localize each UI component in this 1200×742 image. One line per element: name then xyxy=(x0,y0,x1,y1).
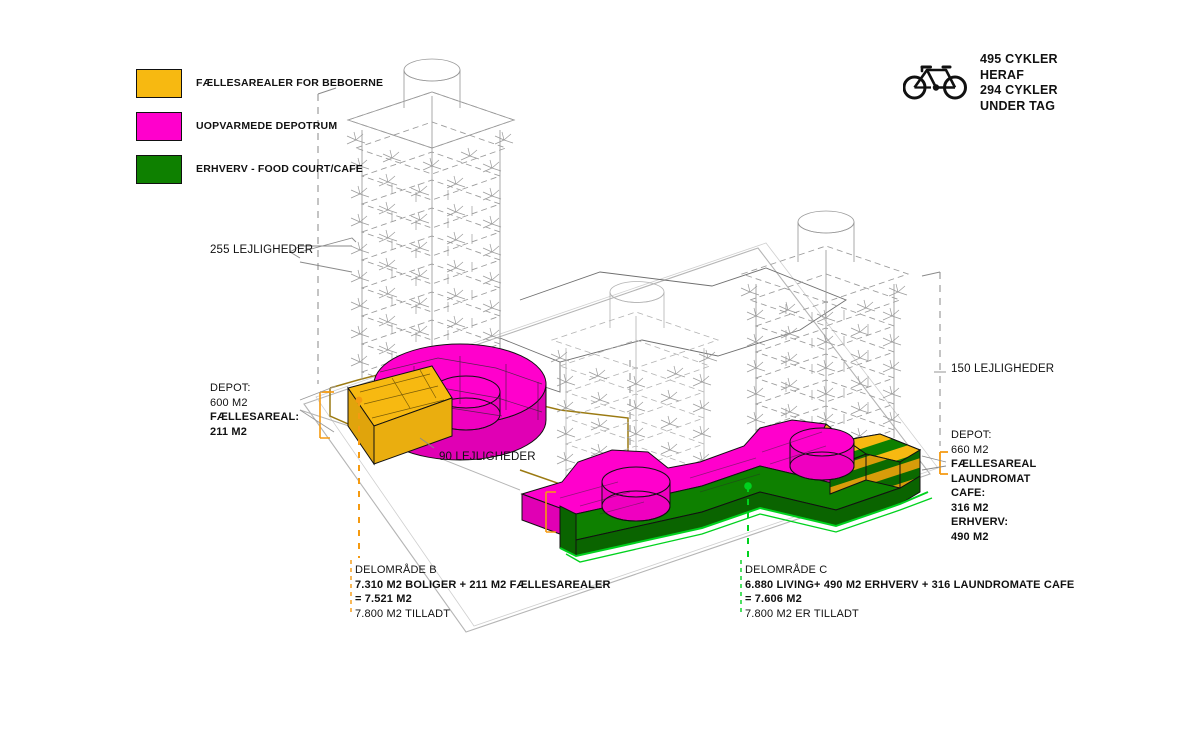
depot-right-line-1: DEPOT: xyxy=(951,429,992,441)
text-block-guides xyxy=(350,560,742,614)
area-c-line-2: = 7.606 M2 xyxy=(745,593,802,605)
area-b-summary: DELOMRÅDE B 7.310 M2 BOLIGER + 211 M2 FÆ… xyxy=(355,563,611,621)
legend-label-commercial: ERHVERV - FOOD COURT/CAFE xyxy=(196,163,363,175)
leader-area-c xyxy=(744,482,752,558)
right-text-connector xyxy=(921,455,947,471)
area-b-line-3: 7.800 M2 TILLADT xyxy=(355,607,451,620)
callout-apartments-right: 150 LEJLIGHEDER xyxy=(951,363,1055,375)
podium-right xyxy=(520,419,933,563)
depot-left-line-3: FÆLLESAREAL: xyxy=(210,411,300,423)
area-b-line-1: 7.310 M2 BOLIGER + 211 M2 FÆLLESAREALER xyxy=(355,578,611,591)
area-c-summary: DELOMRÅDE C 6.880 LIVING+ 490 M2 ERHVERV… xyxy=(745,563,1074,621)
area-c-title: DELOMRÅDE C xyxy=(745,564,828,576)
bicycle-line-3: 294 CYKLER xyxy=(980,83,1058,97)
bicycle-count-text: 495 CYKLER HERAF 294 CYKLER UNDER TAG xyxy=(980,52,1058,114)
legend: FÆLLESAREALER FOR BEBOERNE UOPVARMEDE DE… xyxy=(136,68,383,197)
leader-area-b xyxy=(355,396,363,558)
ground-plane xyxy=(303,242,939,633)
height-bracket-right-text xyxy=(939,451,948,475)
depot-left-line-4: 211 M2 xyxy=(210,425,247,438)
height-bracket-right-slab xyxy=(545,491,556,533)
dimension-extension-lines xyxy=(289,245,352,259)
area-b-title: DELOMRÅDE B xyxy=(355,564,437,576)
legend-label-communal: FÆLLESAREALER FOR BEBOERNE xyxy=(196,77,384,89)
depot-label-right: DEPOT: 660 M2 FÆLLESAREAL LAUNDROMAT CAF… xyxy=(951,428,1036,544)
depot-right-line-2: 660 M2 xyxy=(951,443,989,456)
bicycle-line-1: 495 CYKLER xyxy=(980,52,1058,66)
bicycle-line-4: UNDER TAG xyxy=(980,98,1056,113)
courtyard-void-right xyxy=(789,427,855,481)
depot-right-line-6: 316 M2 xyxy=(951,501,989,514)
callout-apartments-mid: 90 LEJLIGHEDER xyxy=(439,451,536,463)
bicycle-icon xyxy=(902,58,967,105)
legend-swatch-storage xyxy=(136,111,182,141)
legend-item-storage: UOPVARMEDE DEPOTRUM xyxy=(136,111,383,141)
depot-right-line-4: LAUNDROMAT xyxy=(951,472,1031,485)
depot-right-line-5: CAFE: xyxy=(951,487,986,499)
area-b-line-2: = 7.521 M2 xyxy=(355,593,412,605)
depot-right-line-7: ERHVERV: xyxy=(951,516,1009,528)
podium-left xyxy=(299,343,547,466)
bicycle-line-2: HERAF xyxy=(980,67,1025,82)
legend-item-commercial: ERHVERV - FOOD COURT/CAFE xyxy=(136,154,383,184)
depot-left-line-1: DEPOT: xyxy=(210,382,251,394)
legend-item-communal: FÆLLESAREALER FOR BEBOERNE xyxy=(136,68,383,98)
depot-label-left: DEPOT: 600 M2 FÆLLESAREAL: 211 M2 xyxy=(210,381,299,439)
courtyard-void-left xyxy=(601,466,671,522)
legend-label-storage: UOPVARMEDE DEPOTRUM xyxy=(196,120,338,132)
callout-apartments-left: 255 LEJLIGHEDER xyxy=(210,244,314,256)
callout-leaders xyxy=(299,237,946,449)
area-c-line-3: 7.800 M2 ER TILLADT xyxy=(745,607,859,620)
depot-right-line-8: 490 M2 xyxy=(951,530,989,543)
bicycle-count-block: 495 CYKLER HERAF 294 CYKLER UNDER TAG xyxy=(902,52,1058,114)
depot-left-line-2: 600 M2 xyxy=(210,396,248,409)
depot-right-line-3: FÆLLESAREAL xyxy=(951,458,1037,470)
area-c-line-1: 6.880 LIVING+ 490 M2 ERHVERV + 316 LAUND… xyxy=(745,578,1075,591)
legend-swatch-communal xyxy=(136,68,182,98)
communal-volume-left xyxy=(347,365,453,466)
legend-swatch-commercial xyxy=(136,154,182,184)
